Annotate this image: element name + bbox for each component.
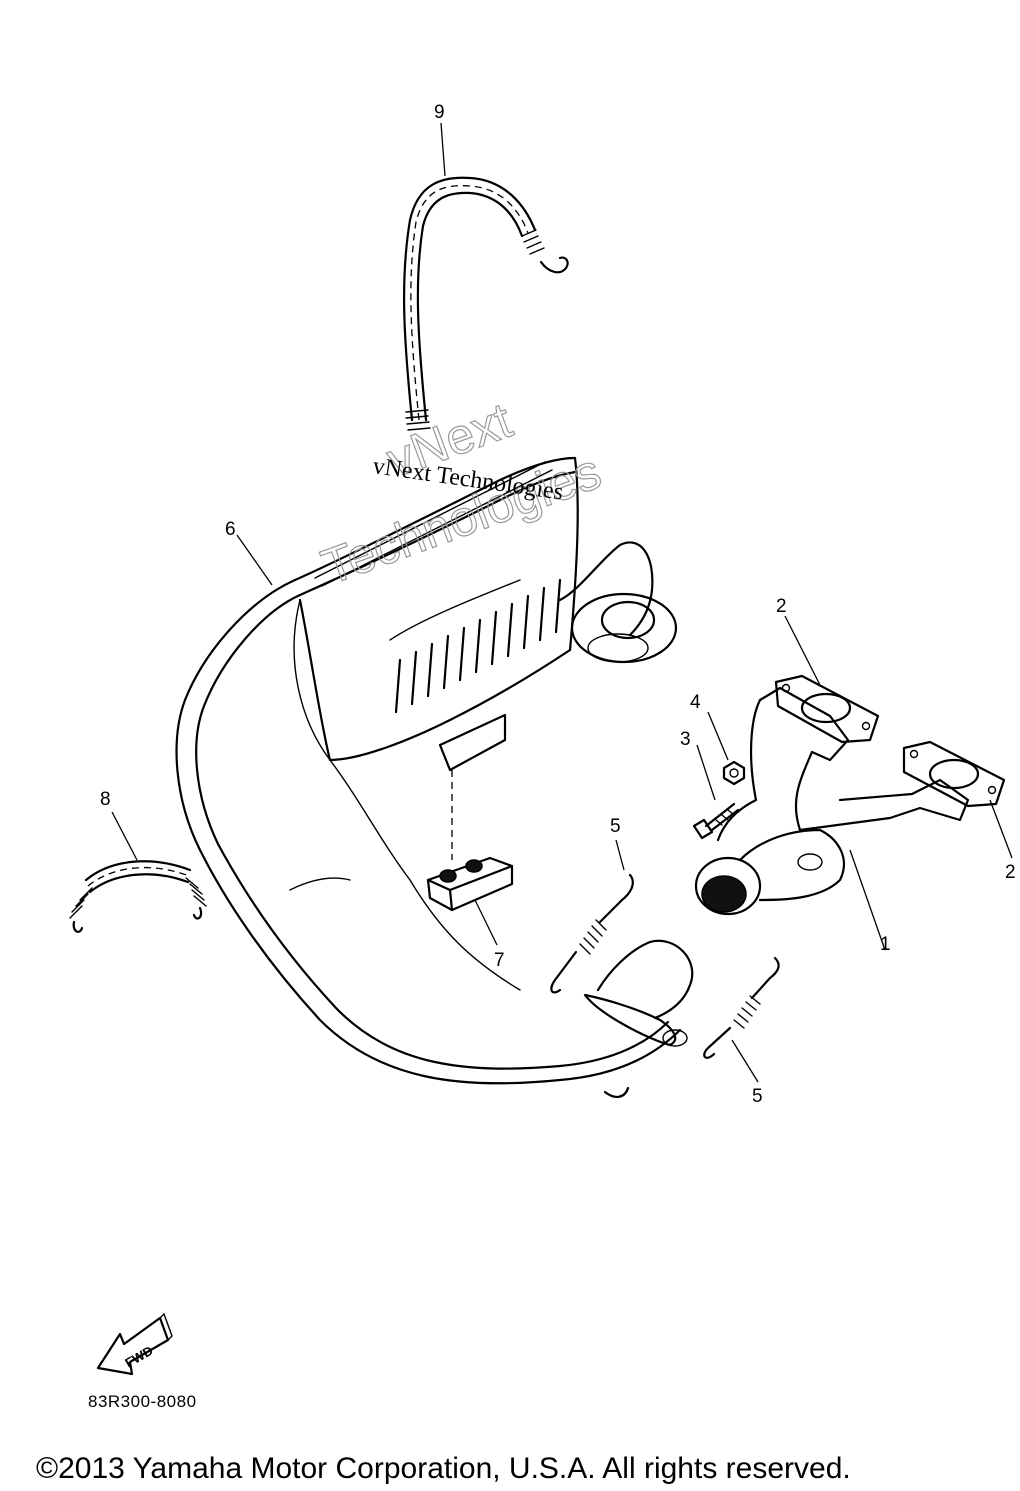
callout-5-upper: 5 (610, 816, 621, 837)
part-7-rubber-mount (426, 770, 514, 946)
part-2-gasket-lower (902, 740, 1013, 859)
callout-1: 1 (880, 934, 891, 955)
part-2-gasket-upper (774, 615, 880, 744)
part-6-muffler (175, 456, 694, 1098)
callout-7: 7 (494, 950, 505, 971)
callout-5-lower: 5 (752, 1086, 763, 1107)
copyright-notice: ©2013 Yamaha Motor Corporation, U.S.A. A… (36, 1452, 851, 1485)
callout-4: 4 (690, 692, 701, 713)
callout-labels: 9 6 2 4 3 8 5 2 1 7 5 (100, 102, 1016, 1107)
callout-9: 9 (434, 102, 445, 123)
callout-6: 6 (225, 519, 236, 540)
part-1-y-manifold (694, 686, 970, 951)
diagram-code: 83R300-8080 (88, 1392, 197, 1411)
fwd-label: FWD (122, 1343, 155, 1371)
part-5-spring-lower (703, 956, 780, 1083)
callout-3: 3 (680, 729, 691, 750)
forward-arrow-icon: FWD (96, 1312, 173, 1376)
callout-2-upper: 2 (776, 596, 787, 617)
callout-8: 8 (100, 789, 111, 810)
part-4-nut (707, 711, 746, 786)
part-3-bolt (692, 744, 740, 840)
watermark: vNext Technologies vNext Technologies (314, 391, 609, 596)
part-8-hose (69, 811, 207, 933)
part-9-hose (402, 122, 569, 431)
callout-2-lower: 2 (1005, 862, 1016, 883)
part-5-spring-upper (550, 839, 634, 994)
